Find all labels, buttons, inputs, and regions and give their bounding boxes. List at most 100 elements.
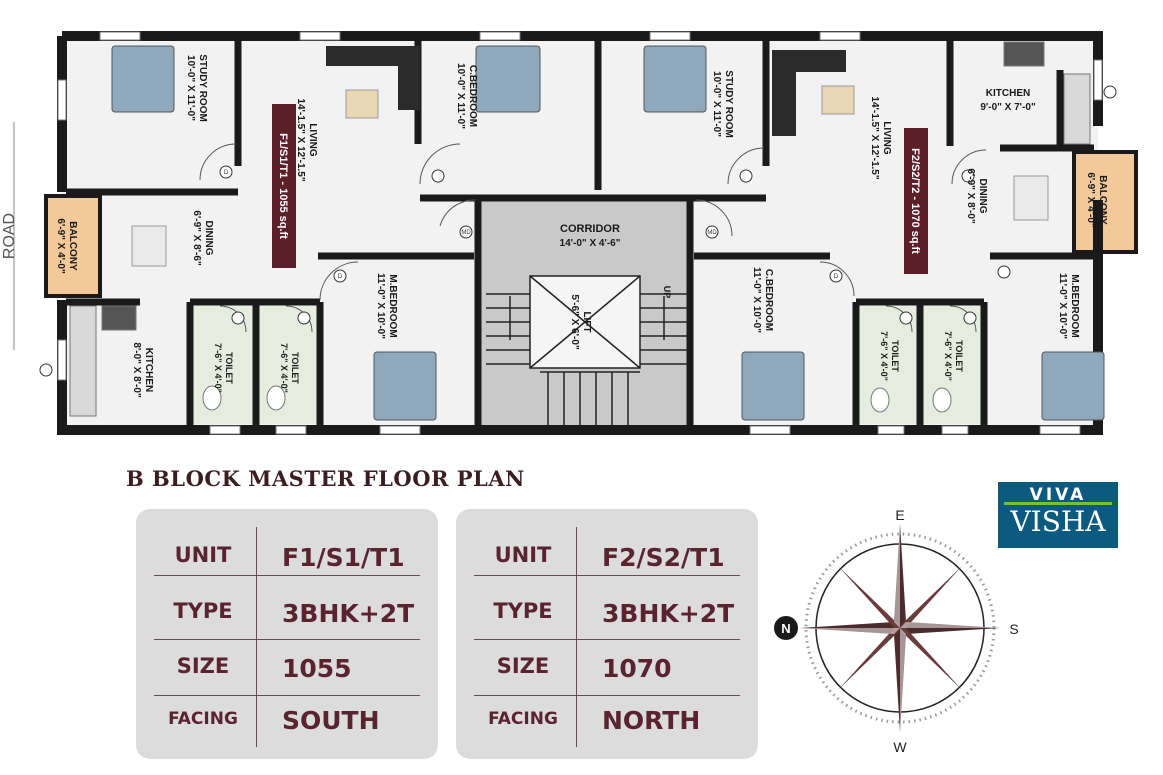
toilet-2a-floor: [860, 306, 918, 424]
study1-size: 10'-0" X 11'-0": [185, 55, 196, 121]
corridor-name: CORRIDOR: [560, 223, 620, 235]
study2-size: 10'-0" X 11'-0": [711, 71, 722, 137]
row-value: NORTH: [602, 706, 701, 735]
card-row-size: SIZE 1055: [136, 654, 438, 706]
door-mark-1: D: [224, 170, 229, 176]
row-label: FACING: [488, 709, 558, 729]
cbed1-size: 10'-0" X 11'-0": [455, 63, 466, 129]
toilet1a-name: TOILET: [224, 352, 234, 384]
toilet2b-size: 7'-6" X 4'-0": [943, 331, 953, 381]
row-value: 3BHK+2T: [602, 599, 735, 628]
row-label: SIZE: [496, 654, 550, 678]
unit-tag-2-text: F2/S2/T2 - 1070 sq.ft: [909, 148, 921, 254]
logo-stripe: [1004, 502, 1112, 505]
beds: [111, 45, 1105, 421]
sofas: [326, 46, 846, 136]
balcony2-size: 6'-9" X 4'-0": [1085, 172, 1096, 228]
study2-name: STUDY ROOM: [723, 70, 734, 138]
unit-card-2: UNIT F2/S2/T1 TYPE 3BHK+2T SIZE 1070 FAC…: [456, 509, 758, 759]
compass-n-badge: [774, 616, 798, 640]
balcony1-size: 6'-9" X 4'-0": [55, 218, 66, 274]
row-value: 3BHK+2T: [282, 599, 415, 628]
living1-size: 14'-1.5" X 12'-1.5": [295, 98, 306, 181]
card-divider: [474, 575, 740, 576]
cbed1-name: C.BEDROOM: [467, 65, 478, 127]
compass-rose: E W S N: [774, 507, 1019, 755]
unit-tag-2: F2/S2/T2 - 1070 sq.ft: [904, 128, 928, 274]
compass-highlights: [800, 524, 1000, 732]
dining2-size: 6'-9" X 8'-0": [965, 168, 976, 224]
door-mark-5: D: [834, 274, 839, 280]
interior-walls: [66, 36, 1094, 428]
balcony2-name: BALCONY: [1097, 175, 1108, 225]
door-marks: [39, 85, 1117, 377]
logo-line-2: VISHA: [1010, 505, 1106, 538]
mbed1-size: 11'-0" X 10'-0": [375, 273, 386, 339]
card-divider: [474, 639, 740, 640]
toilet1a-size: 7'-6" X 4'-0": [213, 343, 223, 393]
card-divider: [256, 527, 257, 747]
compass-n: N: [781, 621, 790, 636]
door-mark-2: MD: [461, 230, 471, 236]
card-row-facing: FACING NORTH: [456, 706, 758, 758]
mbed2-size: 11'-0" X 10'-0": [1057, 273, 1068, 339]
card-row-unit: UNIT F2/S2/T1: [456, 543, 758, 595]
kitchen1-size: 8'-0" X 8'-0": [131, 342, 142, 398]
card-row-facing: FACING SOUTH: [136, 706, 438, 758]
unit-card-1: UNIT F1/S1/T1 TYPE 3BHK+2T SIZE 1055 FAC…: [136, 509, 438, 759]
toilet1b-name: TOILET: [290, 352, 300, 384]
card-divider: [474, 695, 740, 696]
dining1-name: DINING: [203, 221, 214, 256]
card-divider: [154, 639, 420, 640]
dining2-name: DINING: [977, 179, 988, 214]
row-label: TYPE: [493, 599, 553, 623]
kitchen2-name: KITCHEN: [986, 88, 1030, 99]
cbed2-name: C.BEDROOM: [763, 269, 774, 331]
row-value: 1070: [602, 654, 672, 683]
kitchen1-name: KITCHEN: [143, 348, 154, 392]
row-value: SOUTH: [282, 706, 380, 735]
compass-s: S: [1009, 621, 1018, 637]
road-marker: ROAD: [1, 122, 18, 350]
row-value: F2/S2/T1: [602, 543, 725, 572]
card-row-unit: UNIT F1/S1/T1: [136, 543, 438, 595]
row-label: UNIT: [174, 543, 232, 567]
compass-w: W: [893, 739, 907, 755]
viva-visha-logo: VIVA VISHA: [998, 482, 1118, 548]
cbed2-size: 11'-0" X 10'-0": [751, 267, 762, 333]
card-divider: [576, 527, 577, 747]
row-label: TYPE: [173, 599, 233, 623]
row-value: F1/S1/T1: [282, 543, 405, 572]
card-row-type: TYPE 3BHK+2T: [456, 599, 758, 651]
unit-tag-1: F1/S1/T1 - 1055 sq.ft: [272, 104, 296, 268]
compass-e: E: [895, 507, 904, 523]
balcony-2: [1072, 150, 1138, 254]
toilet2b-name: TOILET: [954, 340, 964, 372]
card-divider: [154, 695, 420, 696]
unit-tag-1-text: F1/S1/T1 - 1055 sq.ft: [277, 133, 289, 239]
row-label: FACING: [168, 709, 238, 729]
balcony-1: [44, 194, 102, 298]
windows: [57, 31, 1103, 435]
plan-title: B BLOCK MASTER FLOOR PLAN: [126, 466, 525, 491]
tables: [131, 85, 1049, 267]
card-divider: [154, 575, 420, 576]
door-mark-4: D: [338, 274, 343, 280]
door-mark-3: MD: [707, 230, 717, 236]
row-label: UNIT: [494, 543, 552, 567]
kitchen2-size: 9'-0" X 7'-0": [980, 102, 1036, 113]
stair-up-label: UP: [662, 286, 672, 299]
mbed2-name: M.BEDROOM: [1069, 274, 1080, 337]
staircase: [486, 275, 688, 426]
fixtures: [69, 41, 1091, 417]
lift-size: 5'-6" X 6'-0": [569, 294, 580, 350]
study1-name: STUDY ROOM: [197, 54, 208, 122]
row-label: SIZE: [176, 654, 230, 678]
toilet1b-size: 7'-6" X 4'-0": [279, 343, 289, 393]
logo-line-1: VIVA: [1029, 485, 1087, 505]
dining1-size: 6'-9" X 8'-6": [191, 210, 202, 266]
card-row-size: SIZE 1070: [456, 654, 758, 706]
toilet2a-size: 7'-6" X 4'-0": [879, 331, 889, 381]
